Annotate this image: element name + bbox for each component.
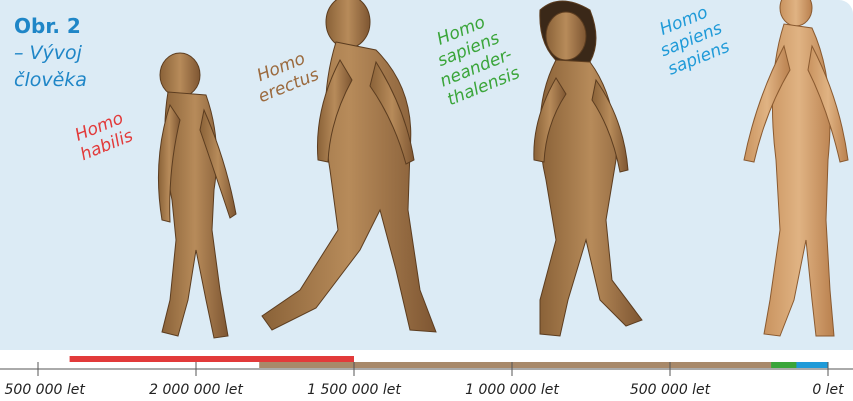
figure-subtitle: – Vývoj člověka — [14, 40, 87, 94]
homo-sapiens-sapiens-figure — [744, 0, 848, 336]
subtitle-line-2: člověka — [14, 67, 87, 94]
tick-label: 2 500 000 let — [0, 382, 85, 398]
range-bar-4 — [796, 362, 828, 368]
tick-label: 1 500 000 let — [307, 382, 401, 398]
tick-label: 1 000 000 let — [465, 382, 559, 398]
tick-label: 2 000 000 let — [149, 382, 243, 398]
tick-label: 0 let — [812, 382, 844, 398]
figure-title: Obr. 2 — [14, 14, 81, 38]
neanderthal-figure — [534, 1, 642, 336]
range-bar-2 — [259, 362, 780, 368]
subtitle-line-1: – Vývoj — [14, 40, 87, 67]
tick-label: 500 000 let — [630, 382, 711, 398]
timeline-axis: 2 500 000 let 2 000 000 let 1 500 000 let 1… — [0, 350, 853, 401]
homo-erectus-figure — [262, 0, 436, 332]
homo-habilis-figure — [158, 53, 236, 338]
range-bar-1 — [70, 356, 354, 362]
